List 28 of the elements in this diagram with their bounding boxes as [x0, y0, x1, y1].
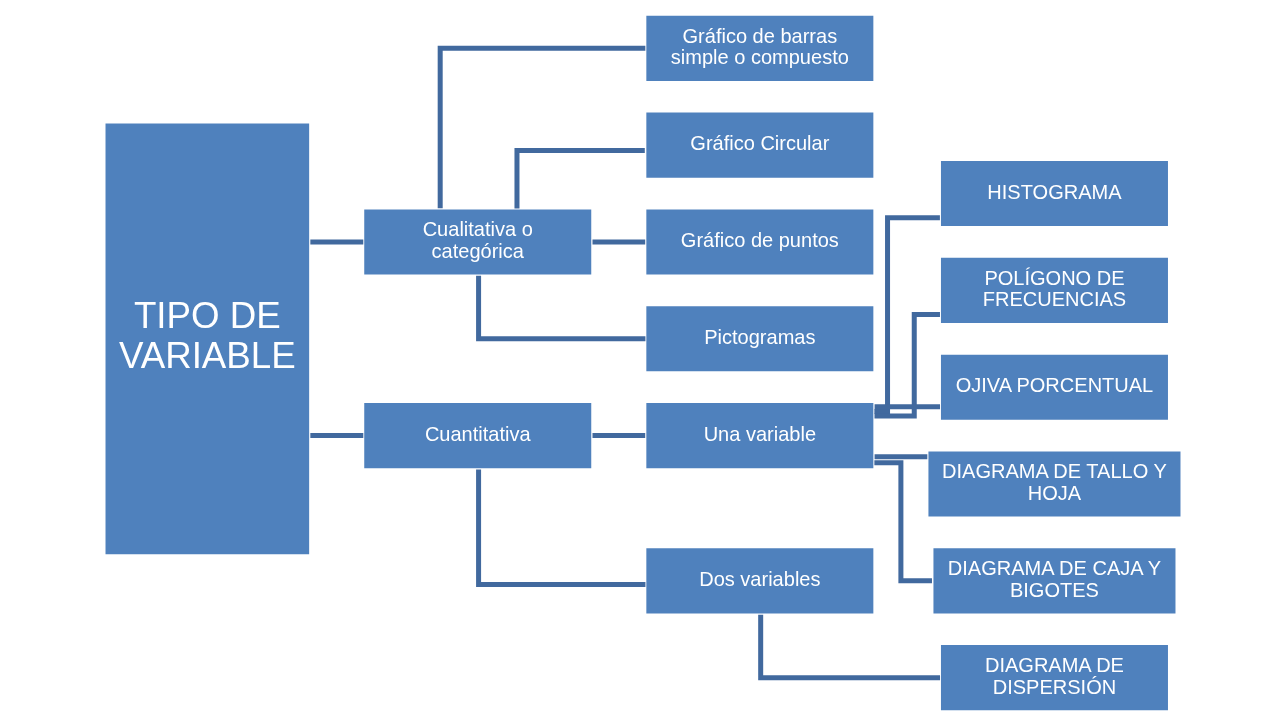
node-box: Una variable	[644, 401, 876, 470]
connector	[476, 275, 646, 342]
node-box: DIAGRAMA DE CAJA Y BIGOTES	[931, 546, 1178, 616]
node-box: HISTOGRAMA	[939, 159, 1170, 228]
connector	[476, 469, 646, 588]
connector	[874, 454, 928, 460]
node-box: Cualitativa o categórica	[362, 207, 593, 277]
connector	[310, 239, 364, 245]
connector	[592, 239, 646, 245]
node-box: Gráfico de barras simple o compuesto	[644, 14, 876, 83]
node-box: DIAGRAMA DE TALLO Y HOJA	[926, 449, 1183, 519]
connector	[874, 404, 940, 410]
node-box: POLÍGONO DE FRECUENCIAS	[939, 256, 1170, 325]
node-box: TIPO DE VARIABLE	[103, 121, 311, 556]
connector	[514, 148, 645, 209]
connector	[437, 45, 646, 209]
connector	[874, 215, 940, 414]
connector	[874, 460, 932, 584]
connector	[592, 433, 646, 439]
connector	[310, 433, 364, 439]
connector	[758, 614, 941, 681]
node-box: DIAGRAMA DE DISPERSIÓN	[939, 643, 1170, 712]
node-box: Cuantitativa	[362, 401, 593, 470]
node-box: Pictogramas	[644, 304, 876, 373]
node-box: OJIVA PORCENTUAL	[939, 353, 1170, 422]
node-box: Gráfico de puntos	[644, 207, 876, 277]
node-box: Dos variables	[644, 546, 876, 616]
node-box: Gráfico Circular	[644, 110, 876, 180]
